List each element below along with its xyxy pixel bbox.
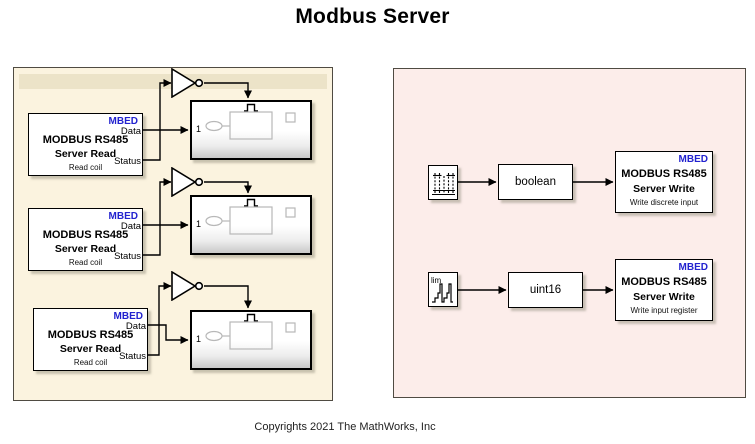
block-subtitle: Server Read <box>54 243 117 255</box>
inport-number: 1 <box>196 219 202 229</box>
block-title: MODBUS RS485 <box>42 134 129 146</box>
diagram-title: Modbus Server <box>295 5 450 28</box>
counter-limited-icon: lim <box>431 276 453 303</box>
mbed-tag: MBED <box>113 311 143 322</box>
subsystem-preview <box>205 111 296 140</box>
inport-number: 1 <box>196 334 202 344</box>
port-label-status: Status <box>119 351 146 362</box>
block-subtitle: Server Read <box>59 343 122 355</box>
block-caption: Read coil <box>68 163 103 172</box>
port-label-data: Data <box>125 321 146 332</box>
block-subtitle: Server Write <box>633 183 695 195</box>
block-caption: Write input register <box>630 306 698 315</box>
inport-number: 1 <box>196 124 202 134</box>
modbus-write-block-1[interactable]: MBED MODBUS RS485 Server Write Write dis… <box>615 151 713 213</box>
conversion-type-label: uint16 <box>529 284 562 296</box>
subsystem-preview <box>205 321 296 350</box>
mbed-tag: MBED <box>678 262 708 273</box>
triggered-subsystem-2[interactable]: 1 <box>190 195 312 255</box>
triggered-subsystem-3[interactable]: 1 <box>190 310 312 370</box>
boolean-conversion-block[interactable]: boolean <box>498 164 573 200</box>
pulse-source-block[interactable] <box>428 165 458 200</box>
copyright-note: Copyrights 2021 The MathWorks, Inc <box>254 421 436 433</box>
block-caption: Read coil <box>73 358 108 367</box>
triggered-subsystem-1[interactable]: 1 <box>190 100 312 160</box>
port-label-data: Data <box>120 221 141 232</box>
modbus-read-block-3[interactable]: MBED Data MODBUS RS485 Server Read Statu… <box>33 308 148 371</box>
mbed-tag: MBED <box>108 211 138 222</box>
not-gate-2[interactable] <box>171 167 205 197</box>
mbed-tag: MBED <box>108 116 138 127</box>
counter-limited-block[interactable]: lim <box>428 272 458 307</box>
not-gate-1[interactable] <box>171 68 205 98</box>
trigger-pulse-icon <box>244 103 258 112</box>
trigger-pulse-icon <box>244 198 258 207</box>
port-label-status: Status <box>114 251 141 262</box>
block-title: MODBUS RS485 <box>47 329 134 341</box>
port-label-status: Status <box>114 156 141 167</box>
block-title: MODBUS RS485 <box>42 229 129 241</box>
modbus-read-block-2[interactable]: MBED Data MODBUS RS485 Server Read Statu… <box>28 208 143 271</box>
not-gate-3[interactable] <box>171 271 205 301</box>
pulse-train-icon <box>432 172 455 195</box>
block-caption: Read coil <box>68 258 103 267</box>
modbus-write-block-2[interactable]: MBED MODBUS RS485 Server Write Write inp… <box>615 259 713 321</box>
write-area-panel[interactable] <box>393 68 746 398</box>
conversion-type-label: boolean <box>515 176 556 188</box>
lim-label: lim <box>431 276 442 285</box>
modbus-read-block-1[interactable]: MBED Data MODBUS RS485 Server Read Statu… <box>28 113 143 176</box>
block-caption: Write discrete input <box>629 198 699 207</box>
uint16-conversion-block[interactable]: uint16 <box>508 272 583 308</box>
block-subtitle: Server Write <box>633 291 695 303</box>
trigger-pulse-icon <box>244 313 258 322</box>
block-subtitle: Server Read <box>54 148 117 160</box>
port-label-data: Data <box>120 126 141 137</box>
subsystem-preview <box>205 206 296 235</box>
block-title: MODBUS RS485 <box>621 276 707 288</box>
mbed-tag: MBED <box>678 154 708 165</box>
block-title: MODBUS RS485 <box>621 168 707 180</box>
